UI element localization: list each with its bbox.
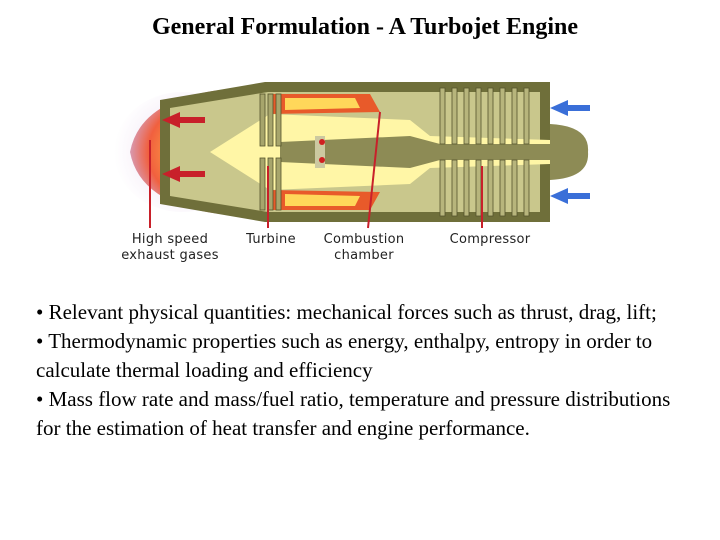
label-exhaust-line1: High speed — [112, 232, 228, 248]
label-compressor-text: Compressor — [440, 232, 540, 248]
bullet-item: • Mass flow rate and mass/fuel ratio, te… — [36, 385, 686, 443]
label-turbine-text: Turbine — [236, 232, 306, 248]
shaft-marker-lower — [319, 157, 325, 163]
label-combustion-line1: Combustion — [314, 232, 414, 248]
label-turbine: Turbine — [236, 232, 306, 248]
slide-title: General Formulation - A Turbojet Engine — [0, 14, 720, 41]
flame-core-upper — [285, 98, 360, 110]
bullet-item: • Thermodynamic properties such as energ… — [36, 327, 686, 385]
nose-cone — [550, 124, 588, 180]
label-compressor: Compressor — [440, 232, 540, 248]
label-exhaust-gases: High speed exhaust gases — [112, 232, 228, 264]
turbojet-engine-diagram: High speed exhaust gases Turbine Combust… — [110, 70, 600, 275]
flame-core-lower — [285, 194, 360, 206]
bullet-item: • Relevant physical quantities: mechanic… — [36, 298, 686, 327]
shaft-marker-upper — [319, 139, 325, 145]
bullet-list: • Relevant physical quantities: mechanic… — [36, 298, 686, 443]
label-exhaust-line2: exhaust gases — [112, 248, 228, 264]
label-combustion-line2: chamber — [314, 248, 414, 264]
label-combustion-chamber: Combustion chamber — [314, 232, 414, 264]
